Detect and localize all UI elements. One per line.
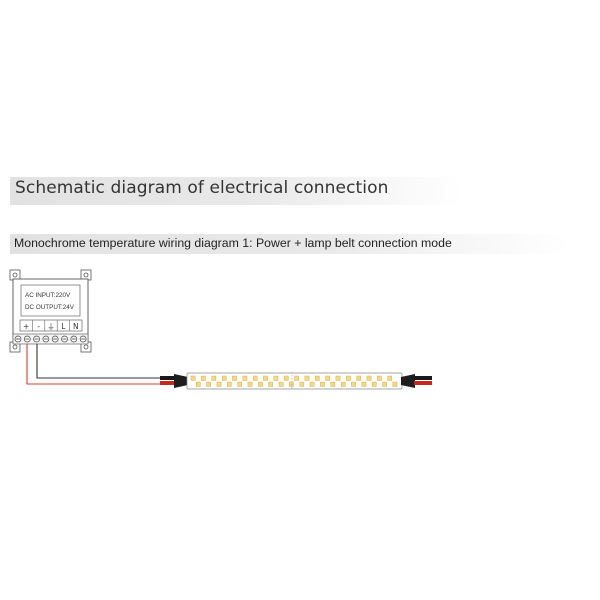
led-chip: [366, 375, 372, 381]
led-chip: [392, 381, 398, 387]
led-chip: [232, 375, 237, 381]
ac-input-label: AC INPUT:220V: [25, 292, 71, 299]
led-chip: [377, 375, 382, 381]
terminal-label: +: [23, 322, 29, 331]
right-connector: [401, 374, 415, 388]
led-chip: [304, 375, 310, 381]
led-strip-assembly: [160, 372, 432, 390]
led-chip: [340, 381, 346, 387]
led-chip: [278, 381, 284, 387]
led-chip: [283, 375, 289, 381]
mount-hole-icon: [12, 344, 18, 350]
led-chip: [315, 375, 320, 381]
wires: [26, 344, 162, 385]
led-chip: [330, 381, 336, 387]
terminal-label: -: [37, 322, 40, 331]
led-chip: [242, 375, 248, 381]
power-supply-label-plate: [20, 284, 81, 317]
terminal-label: L: [61, 322, 66, 331]
mount-tab-top-left: [9, 269, 21, 281]
title-band: [10, 177, 462, 205]
led-chip: [201, 375, 206, 381]
section-title: Schematic diagram of electrical connecti…: [15, 178, 389, 198]
led-chip: [294, 375, 299, 381]
section-subtitle: Monochrome temperature wiring diagram 1:…: [14, 236, 452, 250]
led-chip: [289, 381, 294, 387]
led-chip: [309, 381, 315, 387]
led-chip: [237, 381, 243, 387]
mount-hole-icon: [83, 344, 89, 350]
mount-hole-icon: [83, 272, 89, 278]
led-chip: [320, 381, 325, 387]
led-chip: [226, 381, 232, 387]
dc-output-label: DC OUTPUT:24V: [25, 304, 75, 311]
positive-wire: [26, 344, 162, 385]
led-chip: [356, 375, 362, 381]
terminal-block: [12, 333, 89, 345]
led-chip: [221, 375, 227, 381]
led-chip: [382, 381, 387, 387]
terminal-label-strip: [19, 319, 83, 332]
led-chip: [258, 381, 263, 387]
led-chip: [268, 381, 274, 387]
negative-wire: [36, 344, 162, 379]
led-chip: [216, 381, 222, 387]
led-chip: [247, 381, 253, 387]
left-lead-red: [160, 381, 176, 385]
led-chip: [211, 375, 217, 381]
led-chip: [299, 381, 305, 387]
led-chip: [335, 375, 341, 381]
right-lead-black: [414, 376, 432, 380]
led-chip: [273, 375, 279, 381]
subtitle-band: [10, 234, 570, 254]
mount-hole-icon: [12, 272, 18, 278]
right-lead-red: [414, 381, 432, 385]
led-chip: [325, 375, 330, 381]
led-chip: [190, 375, 196, 381]
led-chip: [252, 375, 258, 381]
terminal-label: ⏚: [47, 322, 55, 331]
led-chip: [351, 381, 356, 387]
led-chip: [206, 381, 211, 387]
led-chip: [361, 381, 367, 387]
left-connector: [174, 374, 188, 388]
left-lead-black: [160, 376, 176, 380]
led-chip: [346, 375, 351, 381]
terminal-label: N: [73, 322, 79, 331]
mount-tab-top-right: [80, 269, 92, 281]
led-chip: [195, 381, 201, 387]
led-chip: [387, 375, 393, 381]
led-chip: [371, 381, 377, 387]
led-chip: [263, 375, 268, 381]
